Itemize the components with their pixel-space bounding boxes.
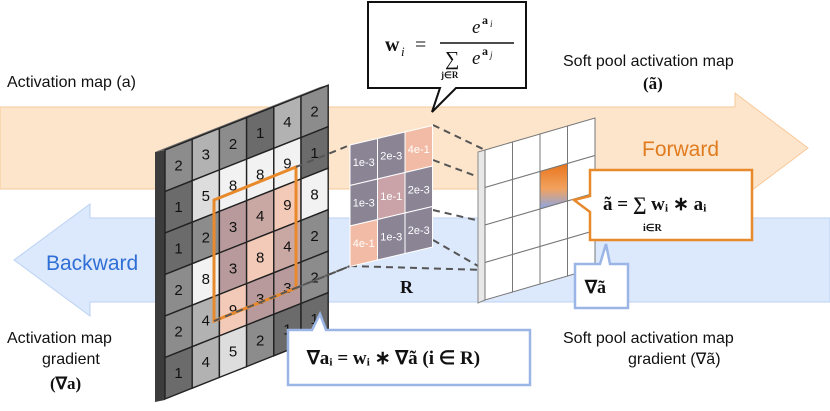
pooled-sum-index: i∈R bbox=[643, 223, 662, 234]
activation-cell-value: 2 bbox=[256, 332, 264, 349]
backward-label: Backward bbox=[46, 252, 138, 275]
weight-lhs: w bbox=[385, 34, 400, 56]
softpool-map-label-line2: (ã) bbox=[643, 74, 663, 93]
weight-eq: = bbox=[415, 34, 426, 56]
activation-cell-value: 9 bbox=[283, 156, 291, 173]
weight-cell-value: 2e-3 bbox=[408, 225, 430, 237]
activation-cell-value: 4 bbox=[283, 239, 291, 256]
activation-cell-value: 8 bbox=[256, 166, 264, 183]
weight-num-sup: a bbox=[482, 13, 488, 27]
grad-label-line1: Activation map bbox=[7, 330, 112, 347]
activation-cell-value: 4 bbox=[283, 114, 291, 131]
activation-map-side bbox=[155, 150, 165, 402]
weight-equation-box: w i = e a i ∑ j∈R e a j bbox=[367, 1, 527, 113]
activation-cell-value: 1 bbox=[310, 311, 318, 328]
activation-cell-value: 3 bbox=[256, 291, 264, 308]
weight-sum-sign: ∑ bbox=[445, 48, 459, 70]
activation-cell-value: 3 bbox=[229, 219, 237, 236]
activation-cell-value: 3 bbox=[202, 147, 210, 164]
output-cell bbox=[512, 245, 541, 293]
activation-map-label: Activation map (a) bbox=[7, 74, 136, 91]
weight-grid: 1e-3 2e-3 4e-1 1e-3 1e-1 2e-3 4e-1 1e-3 2e-3 bbox=[349, 124, 433, 268]
activation-cell-value: 2 bbox=[202, 230, 210, 247]
activation-cell-value: 8 bbox=[202, 271, 210, 288]
activation-cell-value: 1 bbox=[174, 199, 182, 216]
output-cell bbox=[539, 237, 568, 285]
weight-cell-value: 1e-3 bbox=[380, 232, 402, 244]
backprop-equation-box: ∇aᵢ = wᵢ ∗ ∇ã (i ∈ R) bbox=[286, 310, 532, 387]
weight-cell-value: 4e-1 bbox=[408, 144, 430, 156]
activation-cell-value: 8 bbox=[256, 249, 264, 266]
backprop-equation: ∇aᵢ = wᵢ ∗ ∇ã (i ∈ R) bbox=[306, 348, 480, 369]
weight-den: e bbox=[472, 48, 480, 69]
activation-cell-value: 1 bbox=[256, 125, 264, 142]
weight-num: e bbox=[472, 17, 480, 38]
weight-cell-value: 1e-3 bbox=[353, 157, 375, 169]
activation-cell-value: 2 bbox=[174, 282, 182, 299]
weight-den-sup-sub: j bbox=[489, 50, 493, 60]
activation-cell-value: 2 bbox=[174, 323, 182, 340]
softpool-map-label-line1: Soft pool activation map bbox=[563, 53, 734, 70]
weight-sum-index: j∈R bbox=[440, 70, 459, 80]
activation-cell-value: 1 bbox=[174, 240, 182, 257]
pooled-equation: ã = ∑ wᵢ ∗ aᵢ bbox=[603, 194, 707, 215]
output-map-side bbox=[477, 149, 486, 304]
activation-cell-value: 2 bbox=[229, 136, 237, 153]
weight-num-sup-sub: i bbox=[490, 19, 493, 29]
activation-cell-value: 3 bbox=[229, 260, 237, 277]
activation-cell-value: 1 bbox=[174, 365, 182, 382]
activation-cell-value: 3 bbox=[283, 280, 291, 297]
pooled-gradient-box: ∇ã bbox=[573, 243, 630, 310]
activation-cell-value: 9 bbox=[229, 302, 237, 319]
weight-cell-value: 1e-1 bbox=[380, 191, 402, 203]
weight-cell-value: 4e-1 bbox=[353, 238, 375, 250]
softpool-grad-label-line2: gradient (∇ã) bbox=[628, 351, 721, 368]
activation-cell-value: 2 bbox=[310, 103, 318, 120]
region-label: R bbox=[400, 277, 414, 297]
forward-label: Forward bbox=[642, 138, 719, 161]
activation-cell-value: 2 bbox=[310, 228, 318, 245]
projection-lines bbox=[213, 124, 541, 322]
grad-label-line2: gradient bbox=[42, 351, 100, 368]
activation-cell-value: 9 bbox=[283, 197, 291, 214]
activation-cell-value: 8 bbox=[229, 177, 237, 194]
weight-lhs-sub: i bbox=[401, 44, 405, 59]
weight-cell-value: 2e-3 bbox=[408, 185, 430, 197]
activation-cell-value: 4 bbox=[256, 208, 264, 225]
activation-cell-value: 5 bbox=[202, 188, 210, 205]
activation-cell-value: 8 bbox=[310, 186, 318, 203]
weight-cell-value: 2e-3 bbox=[380, 151, 402, 163]
weight-cell-value: 1e-3 bbox=[353, 198, 375, 210]
activation-cell-value: 2 bbox=[174, 157, 182, 174]
softpool-output-map bbox=[477, 117, 596, 304]
activation-cell-value: 5 bbox=[229, 343, 237, 360]
activation-cell-value: 2 bbox=[310, 269, 318, 286]
pooled-equation-box: ã = ∑ wᵢ ∗ aᵢ i∈R bbox=[571, 168, 754, 242]
output-cell bbox=[484, 253, 513, 301]
pooled-gradient-label: ∇ã bbox=[584, 277, 606, 297]
grad-label-line3: (∇a) bbox=[50, 374, 81, 393]
activation-cell-value: 4 bbox=[202, 313, 210, 330]
weight-den-sup: a bbox=[482, 44, 488, 58]
activation-cell-value: 4 bbox=[202, 354, 210, 371]
weight-cell bbox=[404, 205, 433, 255]
softpool-grad-label-line1: Soft pool activation map bbox=[563, 330, 734, 347]
activation-cell-value: 1 bbox=[310, 145, 318, 162]
